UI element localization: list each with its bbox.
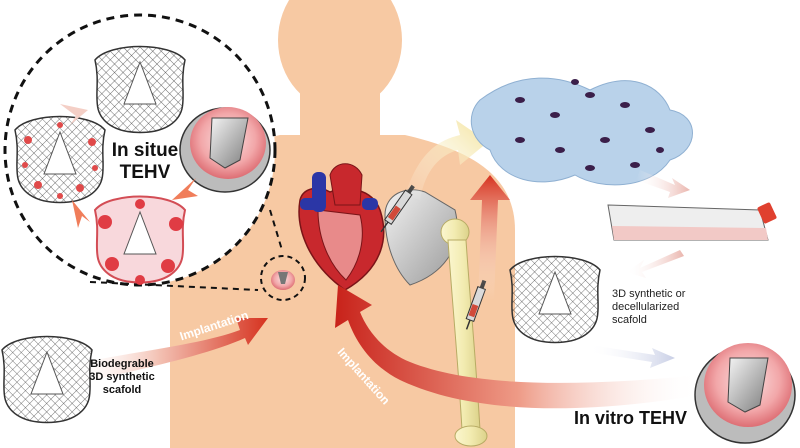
biodegradable-line1: Biodegrable (90, 358, 154, 370)
biodegradable-scaffold-label: Biodegrable 3D synthetic scafold (82, 358, 162, 397)
maturation-arrow (588, 345, 675, 368)
seeding-arrow (626, 250, 684, 278)
biodegradable-line2: 3D synthetic (89, 371, 155, 383)
scaffold-bottom-left (1, 335, 93, 424)
implantation-arrow-left (70, 318, 268, 385)
culture-arrow (636, 170, 690, 198)
in-vitro-valve (694, 343, 796, 444)
in-vitro-tehv-label: In vitro TEHV (574, 408, 688, 428)
scaffold-right (509, 255, 601, 344)
scaffold-remodeling (93, 195, 187, 285)
in-situe-label: In situe TEHV (95, 140, 195, 184)
scaffold-right-line1: 3D synthetic or (612, 288, 686, 300)
culture-flask-icon (607, 202, 777, 241)
harvest-arrow (405, 120, 488, 200)
heart-icon (298, 163, 385, 291)
bone-marrow-arrow (470, 175, 510, 300)
scaffold-seeded (14, 115, 106, 204)
scaffold-right-line2: decellularized (612, 301, 680, 313)
scaffold-right-line3: scafold (612, 314, 647, 326)
in-situ-valve (179, 107, 271, 193)
tehv-text: TEHV (119, 162, 171, 183)
cell-cluster (470, 77, 693, 186)
in-situe-text: In situe (111, 140, 179, 161)
implant-site (260, 255, 306, 301)
implantation-arrow-right (335, 285, 700, 409)
in-situ-arrows (60, 104, 198, 228)
scaffold-right-label: 3D synthetic or decellularized scafold (612, 288, 722, 327)
scaffold-top (94, 45, 186, 134)
biodegradable-line3: scafold (102, 384, 142, 396)
